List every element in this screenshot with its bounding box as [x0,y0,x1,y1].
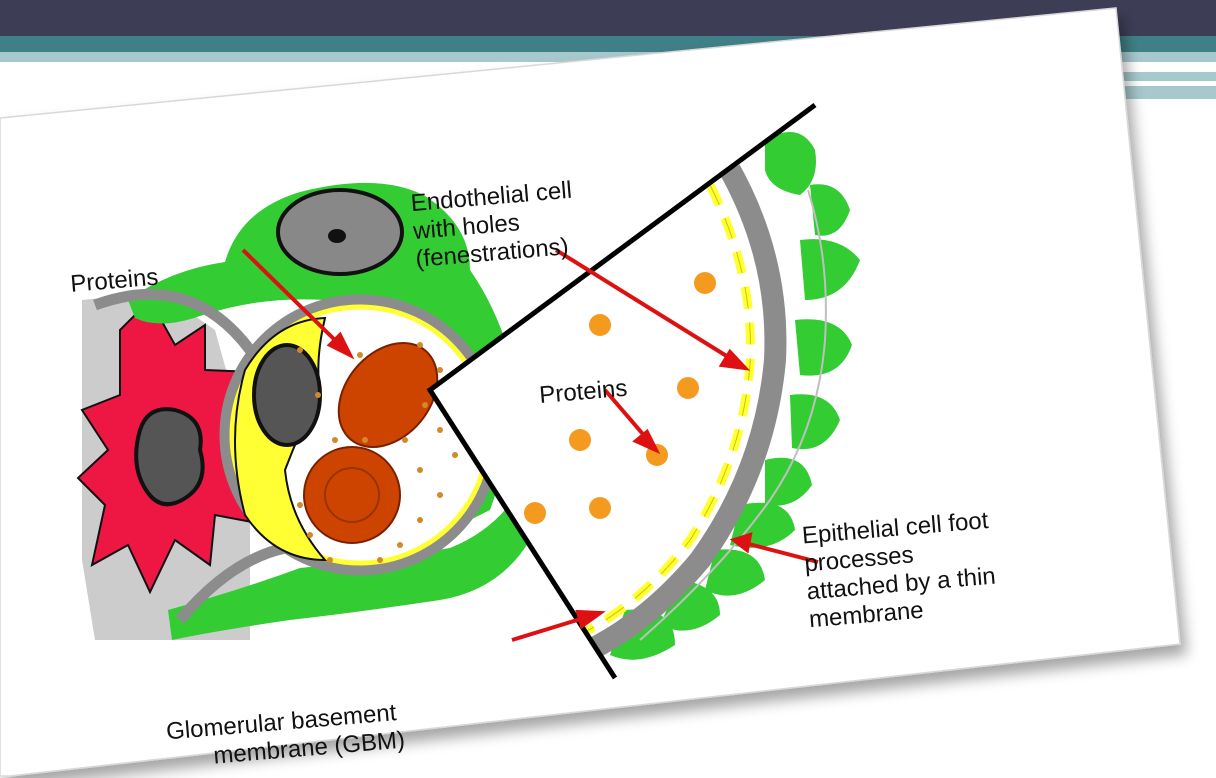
red-blood-cell-lower [304,447,400,543]
mesangial-nucleus [136,409,202,504]
podocyte-nucleolus [328,229,346,243]
endothelial-nucleus [254,345,320,445]
